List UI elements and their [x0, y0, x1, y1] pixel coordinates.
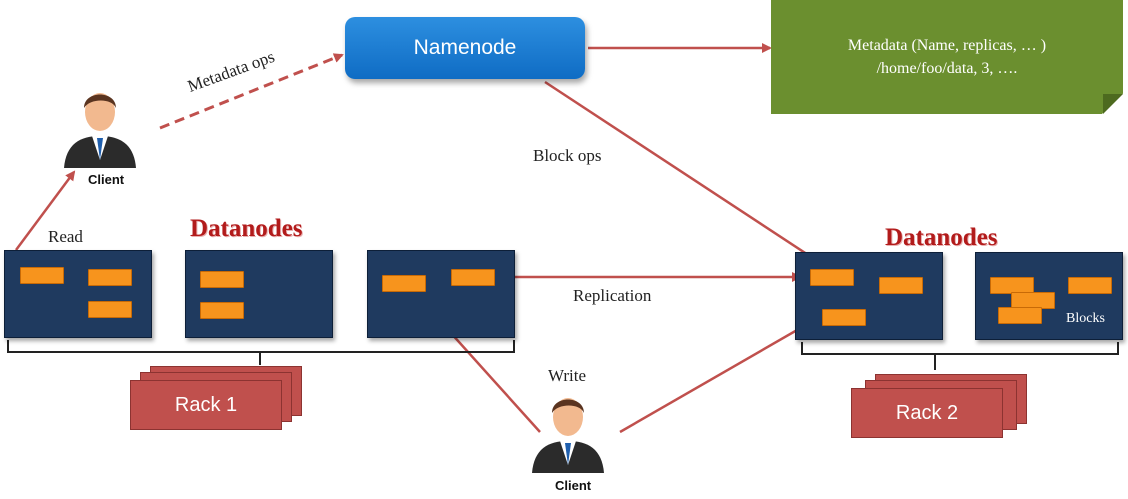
rack1-bracket	[7, 340, 515, 365]
block	[1068, 277, 1112, 294]
metadata-note: Metadata (Name, replicas, … ) /home/foo/…	[771, 0, 1123, 114]
block	[451, 269, 495, 286]
namenode-label: Namenode	[413, 36, 517, 59]
namenode-node[interactable]: Namenode	[345, 17, 585, 79]
rack-2[interactable]: Rack 2	[851, 388, 1003, 438]
write-arrow-right	[619, 316, 820, 434]
block	[200, 302, 244, 319]
block	[879, 277, 923, 294]
read-arrow	[14, 170, 76, 251]
datanodes-right-title: Datanodes	[885, 224, 998, 251]
block	[88, 301, 132, 318]
block	[998, 307, 1042, 324]
block	[382, 275, 426, 292]
block	[822, 309, 866, 326]
client-top-label: Client	[88, 172, 125, 187]
client-bottom-icon[interactable]	[530, 388, 606, 474]
rack-1[interactable]: Rack 1	[130, 380, 282, 430]
block-ops-arrow	[544, 80, 827, 268]
metadata-ops-arrow	[159, 53, 344, 130]
datanode-4[interactable]	[795, 252, 943, 340]
datanode-1[interactable]	[4, 250, 152, 338]
block	[20, 267, 64, 284]
write-label: Write	[548, 366, 587, 385]
rack-1-label: Rack 1	[174, 393, 238, 416]
read-label: Read	[48, 227, 83, 246]
block-ops-label: Block ops	[533, 146, 602, 165]
datanode-5[interactable]: Blocks	[975, 252, 1123, 340]
datanode-2[interactable]	[185, 250, 333, 338]
block	[200, 271, 244, 288]
datanodes-left-title: Datanodes	[190, 215, 303, 242]
blocks-label: Blocks	[1066, 311, 1105, 326]
datanode-3[interactable]	[367, 250, 515, 338]
client-bottom-label: Client	[555, 478, 592, 493]
block	[88, 269, 132, 286]
rack2-bracket	[801, 342, 1119, 370]
block	[810, 269, 854, 286]
rack-2-label: Rack 2	[895, 401, 959, 424]
metadata-line-2: /home/foo/data, 3, ….	[876, 60, 1018, 77]
client-top-icon[interactable]	[62, 84, 138, 168]
replication-label: Replication	[573, 286, 652, 305]
metadata-line-1: Metadata (Name, replicas, … )	[847, 37, 1047, 54]
